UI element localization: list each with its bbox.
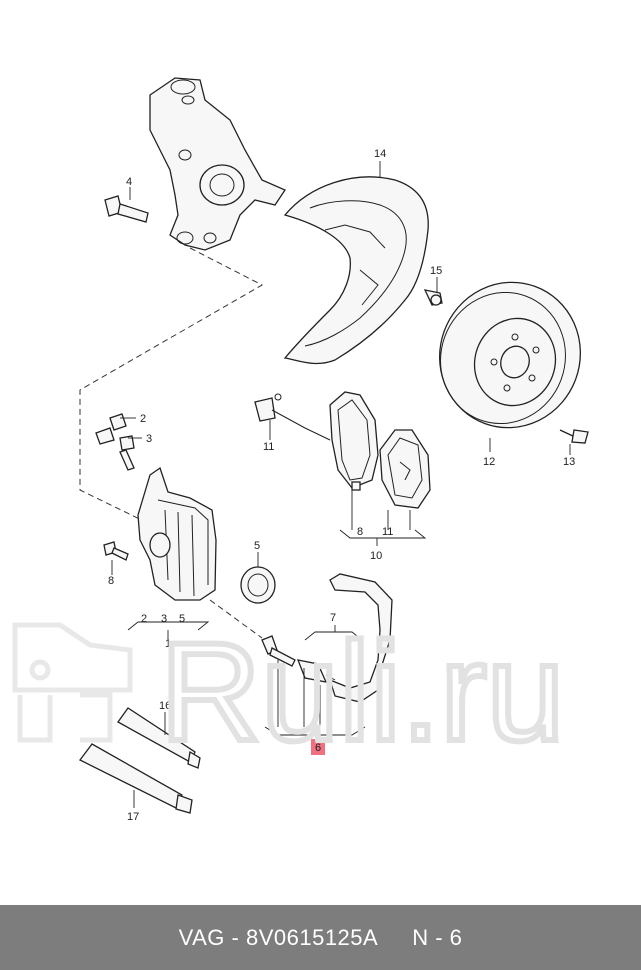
callout-12: 12: [483, 456, 495, 468]
callout-3b: 3: [161, 613, 167, 625]
callout-16: 16: [159, 700, 171, 712]
highlight-box-6: [311, 739, 325, 755]
callout-17: 17: [127, 811, 139, 823]
callout-6: 6: [315, 742, 321, 754]
brake-disc-12: [438, 281, 582, 429]
grease-tube-16: [117, 707, 201, 769]
callout-11b: 11: [382, 526, 393, 538]
assembly-dashed-line: [79, 247, 264, 526]
callout-10: 10: [370, 550, 382, 562]
callout-2b: 2: [141, 613, 147, 625]
brake-pad-inner: [329, 391, 379, 491]
brake-dust-shield-14: [283, 176, 429, 365]
callout-11a: 11: [263, 441, 274, 453]
callout-8b: 8: [108, 575, 114, 587]
callout-8a: 8: [357, 526, 363, 538]
caliper-carrier-spring: [328, 573, 393, 703]
assembly-dashed-line-lower: [209, 599, 263, 639]
callout-8c: 8: [345, 638, 351, 650]
piston-seal-5: [240, 566, 276, 604]
bolt-2: [95, 413, 127, 445]
brake-caliper: [137, 466, 217, 601]
wear-sensor-11: [254, 393, 331, 441]
footer-part-number: VAG - 8V0615125A: [178, 924, 379, 950]
steering-knuckle: [149, 77, 286, 251]
bolt-15: [423, 289, 443, 306]
callout-7: 7: [330, 612, 336, 624]
guide-pin: [261, 635, 296, 667]
callout-2a: 2: [140, 413, 146, 425]
footer-position: N - 6: [412, 924, 463, 950]
callout-5b: 5: [179, 613, 185, 625]
callout-1: 1: [165, 638, 171, 650]
leader-lines: [111, 161, 571, 808]
guide-bushing: [296, 659, 336, 683]
brake-assembly-diagram: 4 14 15 2 3 11 12 13 8 11 10 5 8 7 8 2 3…: [79, 77, 589, 823]
bolt-8-left: [103, 541, 129, 561]
bolt-3: [119, 435, 135, 471]
callout-14: 14: [374, 148, 386, 160]
screw-13: [559, 429, 589, 444]
grease-tube-17: [79, 743, 193, 814]
callout-labels: 4 14 15 2 3 11 12 13 8 11 10 5 8 7 8 2 3…: [108, 148, 575, 823]
callout-13: 13: [563, 456, 575, 468]
callout-3a: 3: [146, 433, 152, 445]
brake-pad-outer: [379, 429, 431, 509]
callout-5a: 5: [254, 540, 260, 552]
callout-4: 4: [126, 176, 132, 188]
bolt-4: [104, 195, 149, 223]
footer-bar: VAG - 8V0615125A N - 6: [0, 905, 641, 970]
callout-15: 15: [430, 265, 442, 277]
